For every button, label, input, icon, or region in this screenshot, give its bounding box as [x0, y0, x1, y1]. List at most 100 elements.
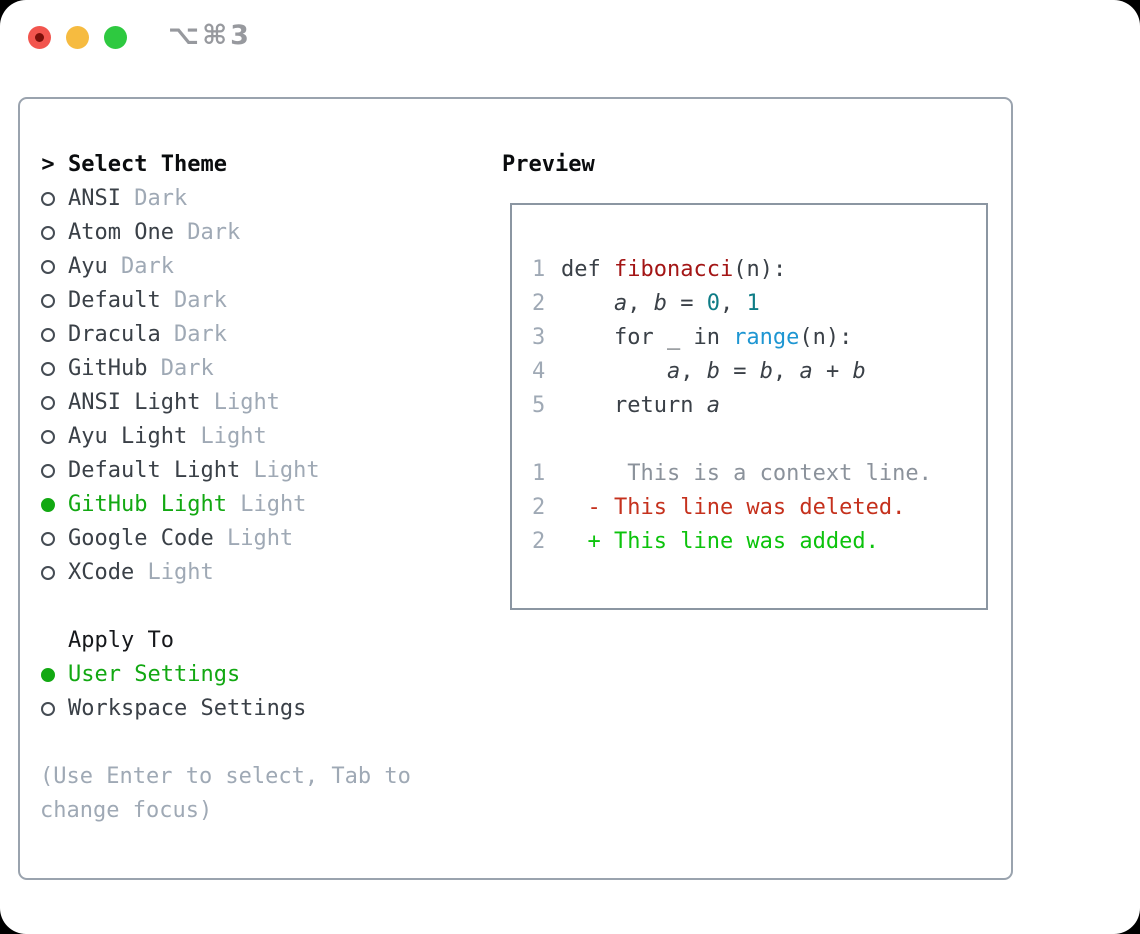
theme-variant-label: Light	[200, 424, 267, 449]
maximize-button[interactable]	[104, 26, 127, 49]
radio-icon	[41, 260, 55, 274]
theme-name: ANSI	[68, 186, 121, 211]
diff-text-added: + This line was added.	[561, 529, 879, 554]
theme-name: ANSI Light	[68, 390, 201, 415]
radio-wrap	[40, 294, 56, 308]
line-number: 4	[532, 359, 546, 384]
code-line: 2 a, b = 0, 1	[532, 287, 986, 321]
code-line: 1 This is a context line.	[532, 457, 986, 491]
radio-icon	[41, 430, 55, 444]
apply-option-label: Workspace Settings	[68, 696, 307, 721]
close-button[interactable]	[28, 26, 51, 49]
radio-icon	[41, 226, 55, 240]
radio-wrap	[40, 464, 56, 478]
line-number: 1	[532, 257, 546, 282]
apply-to-list: User Settings Workspace Settings	[40, 658, 411, 726]
chevron-right-icon: >	[41, 152, 55, 177]
theme-option-row[interactable]: Dracula Dark	[40, 318, 411, 352]
radio-icon	[41, 668, 55, 682]
radio-icon	[41, 192, 55, 206]
radio-wrap	[40, 192, 56, 206]
theme-variant-label: Dark	[134, 186, 188, 211]
code-line: 2 + This line was added.	[532, 525, 986, 559]
radio-wrap	[40, 226, 56, 240]
theme-option-row[interactable]: Default Light Light	[40, 454, 411, 488]
radio-wrap	[40, 260, 56, 274]
spacer	[40, 590, 411, 624]
theme-name: GitHub	[68, 356, 148, 381]
code-line: 2 - This line was deleted.	[532, 491, 986, 525]
theme-variant-label: Light	[253, 458, 320, 483]
theme-option-row[interactable]: Atom One Dark	[40, 216, 411, 250]
select-theme-header: > Select Theme	[40, 148, 411, 182]
radio-icon	[41, 328, 55, 342]
theme-variant-label: Light	[147, 560, 214, 585]
radio-icon	[41, 362, 55, 376]
hint-line-2: change focus)	[40, 798, 213, 823]
theme-variant-label: Light	[240, 492, 307, 517]
theme-name: Default Light	[68, 458, 241, 483]
radio-wrap	[40, 362, 56, 376]
theme-variant-label: Light	[213, 390, 280, 415]
theme-variant-label: Dark	[173, 322, 227, 347]
spacer-line	[532, 423, 986, 457]
apply-to-header: Apply To	[40, 624, 411, 658]
line-number: 3	[532, 325, 546, 350]
apply-option-row[interactable]: Workspace Settings	[40, 692, 411, 726]
theme-option-row[interactable]: Ayu Light Light	[40, 420, 411, 454]
radio-wrap	[40, 396, 56, 410]
radio-wrap	[40, 532, 56, 546]
theme-variant-label: Dark	[173, 288, 227, 313]
select-theme-label: Select Theme	[68, 152, 227, 177]
theme-name: XCode	[68, 560, 135, 585]
titlebar: ⌥⌘3	[0, 0, 1140, 80]
theme-option-row[interactable]: GitHub Light Light	[40, 488, 411, 522]
window-title: ⌥⌘3	[168, 20, 252, 51]
line-number: 2	[532, 495, 546, 520]
theme-option-row[interactable]: Default Dark	[40, 284, 411, 318]
radio-icon	[41, 532, 55, 546]
traffic-lights	[28, 26, 127, 49]
apply-to-label: Apply To	[68, 628, 174, 653]
radio-icon	[41, 566, 55, 580]
theme-name: Ayu	[68, 254, 108, 279]
radio-wrap	[40, 430, 56, 444]
apply-option-row[interactable]: User Settings	[40, 658, 411, 692]
radio-wrap	[40, 498, 56, 512]
theme-option-row[interactable]: ANSI Light Light	[40, 386, 411, 420]
code-line: 5 return a	[532, 389, 986, 423]
theme-option-row[interactable]: Google Code Light	[40, 522, 411, 556]
preview-header: Preview	[502, 152, 595, 177]
theme-variant-label: Dark	[187, 220, 241, 245]
theme-option-row[interactable]: Ayu Dark	[40, 250, 411, 284]
line-number: 5	[532, 393, 546, 418]
radio-wrap	[40, 566, 56, 580]
theme-variant-label: Light	[226, 526, 294, 551]
theme-option-row[interactable]: GitHub Dark	[40, 352, 411, 386]
radio-wrap	[40, 702, 56, 716]
theme-name: Dracula	[68, 322, 161, 347]
radio-icon	[41, 498, 55, 512]
theme-name: Default	[68, 288, 161, 313]
line-number: 1	[532, 461, 546, 486]
theme-list-column: > Select Theme ANSI Dark Atom One Dark A…	[40, 148, 411, 828]
radio-icon	[41, 396, 55, 410]
theme-name: Ayu Light	[68, 424, 188, 449]
theme-variant-label: Dark	[121, 254, 174, 279]
line-number: 2	[532, 529, 546, 554]
radio-icon	[41, 464, 55, 478]
radio-wrap	[40, 668, 56, 682]
radio-icon	[41, 294, 55, 308]
hint-line-1: (Use Enter to select, Tab to	[40, 764, 411, 789]
theme-option-row[interactable]: XCode Light	[40, 556, 411, 590]
theme-picker-panel: > Select Theme ANSI Dark Atom One Dark A…	[18, 97, 1013, 880]
theme-option-row[interactable]: ANSI Dark	[40, 182, 411, 216]
code-line: 3 for _ in range(n):	[532, 321, 986, 355]
apply-option-label: User Settings	[68, 662, 241, 687]
minimize-button[interactable]	[66, 26, 89, 49]
cursor-marker: >	[40, 148, 56, 182]
diff-text-deleted: - This line was deleted.	[561, 495, 906, 520]
